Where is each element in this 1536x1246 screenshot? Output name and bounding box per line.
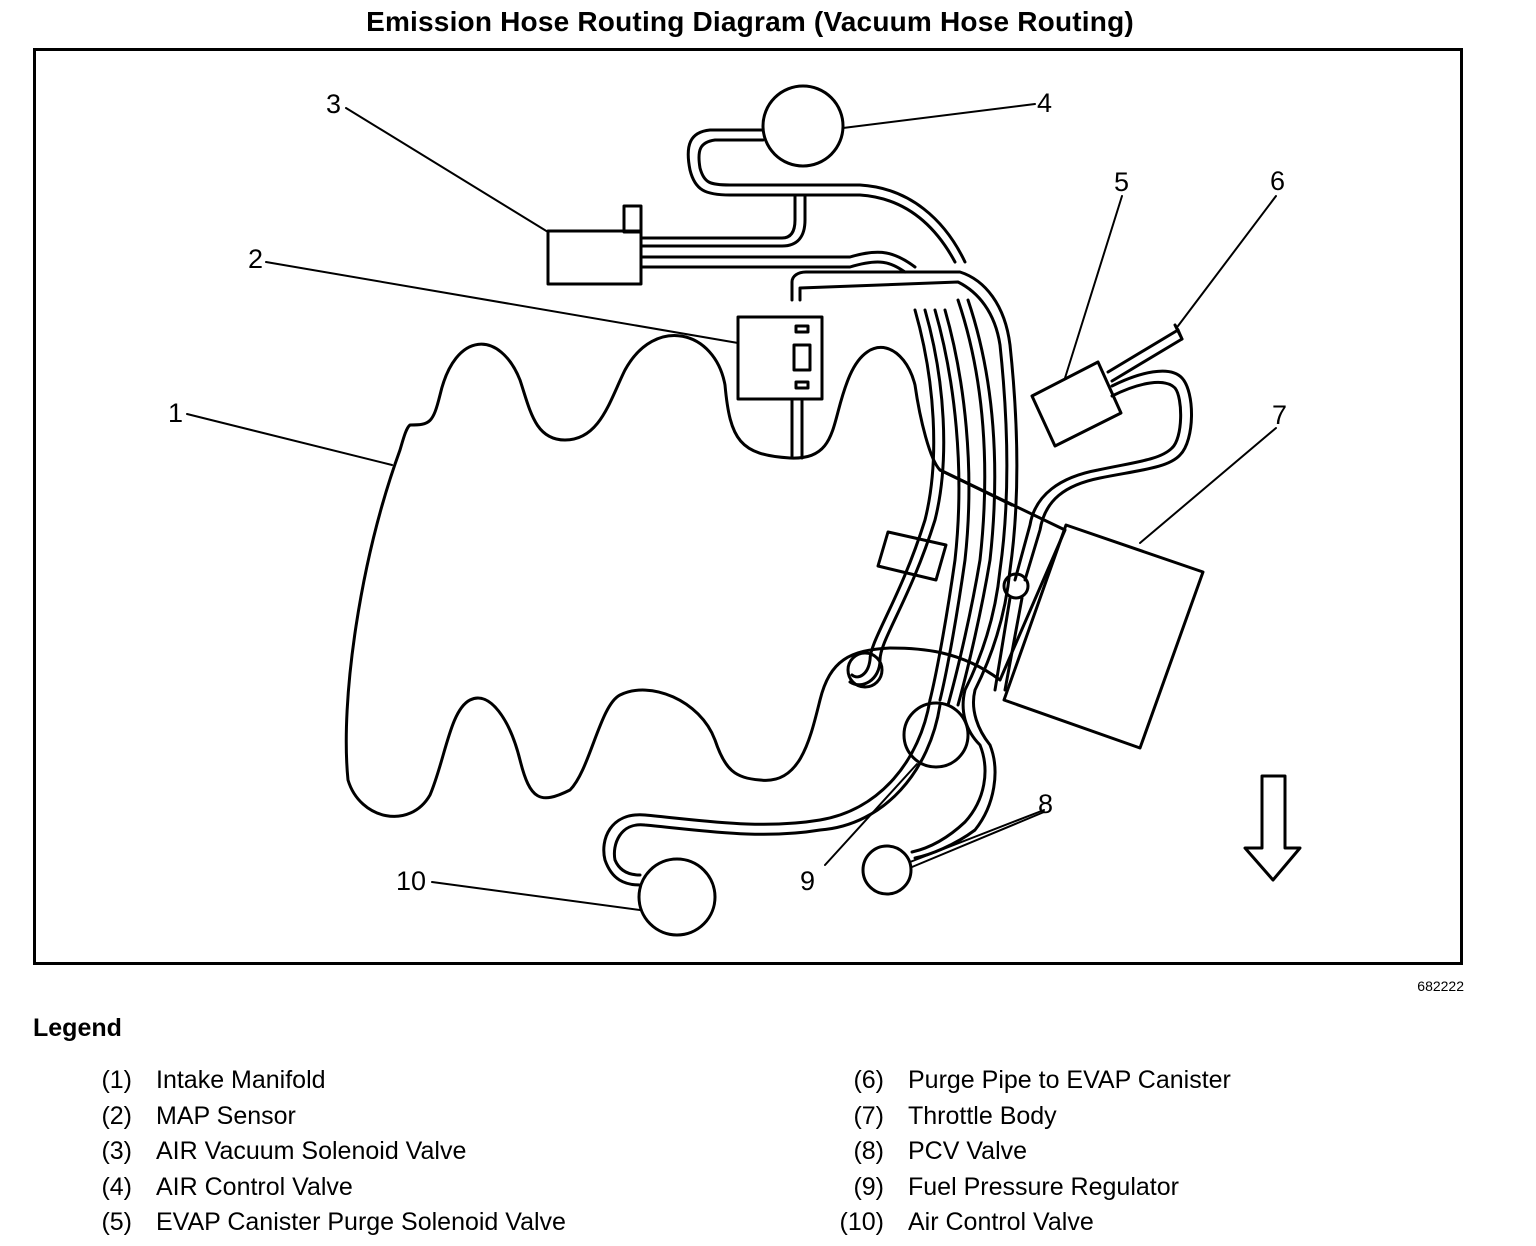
legend-label: EVAP Canister Purge Solenoid Valve bbox=[156, 1208, 566, 1236]
air-control-valve-lower bbox=[637, 857, 717, 937]
legend-number: (5) bbox=[101, 1208, 132, 1236]
legend-label: Air Control Valve bbox=[908, 1208, 1094, 1236]
callout-8: 8 bbox=[1038, 789, 1053, 819]
hose-clamp bbox=[876, 530, 948, 582]
legend-item: (6) Purge Pipe to EVAP Canister bbox=[824, 1066, 1230, 1102]
pcv-valve bbox=[861, 844, 913, 896]
callout-3: 3 bbox=[326, 89, 341, 119]
legend-label: Purge Pipe to EVAP Canister bbox=[908, 1066, 1231, 1094]
legend-item: (2) MAP Sensor bbox=[72, 1101, 295, 1138]
leader-lines bbox=[186, 103, 1277, 911]
legend-number: (4) bbox=[101, 1172, 132, 1201]
legend-item: (8) PCV Valve bbox=[824, 1137, 1027, 1173]
direction-arrow bbox=[1243, 774, 1302, 882]
legend-label: AIR Vacuum Solenoid Valve bbox=[156, 1137, 467, 1165]
callout-labels: 1 2 3 4 5 6 7 8 9 10 bbox=[168, 88, 1287, 896]
legend-label: Throttle Body bbox=[908, 1101, 1057, 1130]
air-vacuum-solenoid-valve bbox=[546, 193, 917, 286]
legend-label: Fuel Pressure Regulator bbox=[908, 1172, 1179, 1201]
legend-item: (9) Fuel Pressure Regulator bbox=[824, 1172, 1179, 1209]
legend-number: (6) bbox=[853, 1066, 884, 1094]
callout-5: 5 bbox=[1114, 167, 1129, 197]
legend-number: (9) bbox=[853, 1172, 884, 1201]
hose-routing-diagram: 1 2 3 4 5 6 7 8 9 10 bbox=[168, 84, 1302, 937]
legend-column-right: (6) Purge Pipe to EVAP Canister (7) Thrott… bbox=[824, 1066, 1231, 1244]
callout-9: 9 bbox=[800, 866, 815, 896]
legend-column-left: (1) Intake Manifold (2) MAP Sensor (3) AIR … bbox=[72, 1066, 566, 1244]
legend-label: PCV Valve bbox=[908, 1137, 1028, 1165]
fuel-pressure-regulator bbox=[902, 701, 970, 769]
legend-number: (7) bbox=[853, 1101, 884, 1130]
legend-heading: Legend bbox=[33, 1014, 122, 1042]
throttle-body bbox=[938, 468, 1205, 750]
main-hose-bundle bbox=[602, 270, 1019, 887]
legend-item: (10) Air Control Valve bbox=[824, 1208, 1094, 1244]
callout-4: 4 bbox=[1037, 88, 1052, 118]
callout-2: 2 bbox=[248, 244, 263, 274]
legend-label: Intake Manifold bbox=[156, 1066, 326, 1094]
diagram-title: Emission Hose Routing Diagram (Vacuum Ho… bbox=[366, 6, 1134, 37]
legend-item: (7) Throttle Body bbox=[824, 1101, 1056, 1138]
callout-1: 1 bbox=[168, 398, 183, 428]
legend-item: (1) Intake Manifold bbox=[72, 1066, 325, 1102]
legend-label: MAP Sensor bbox=[156, 1101, 296, 1130]
map-sensor bbox=[736, 315, 824, 460]
air-control-valve bbox=[686, 84, 967, 264]
callout-10: 10 bbox=[396, 866, 426, 896]
callout-7: 7 bbox=[1272, 400, 1287, 430]
legend-item: (3) AIR Vacuum Solenoid Valve bbox=[72, 1137, 466, 1173]
figure-id: 682222 bbox=[1417, 978, 1464, 994]
legend-number: (1) bbox=[101, 1066, 132, 1094]
evap-canister-purge-solenoid-valve bbox=[993, 328, 1193, 692]
legend-label: AIR Control Valve bbox=[156, 1172, 353, 1201]
legend-number: (8) bbox=[853, 1137, 884, 1165]
legend-number: (2) bbox=[101, 1101, 132, 1130]
intake-manifold bbox=[344, 334, 1067, 818]
purge-pipe bbox=[1173, 323, 1184, 341]
legend-item: (4) AIR Control Valve bbox=[72, 1172, 352, 1209]
callout-6: 6 bbox=[1270, 166, 1285, 196]
diagram-frame bbox=[33, 48, 1463, 965]
legend-number: (10) bbox=[839, 1208, 884, 1236]
legend-item: (5) EVAP Canister Purge Solenoid Valve bbox=[72, 1208, 566, 1244]
legend-number: (3) bbox=[101, 1137, 132, 1165]
